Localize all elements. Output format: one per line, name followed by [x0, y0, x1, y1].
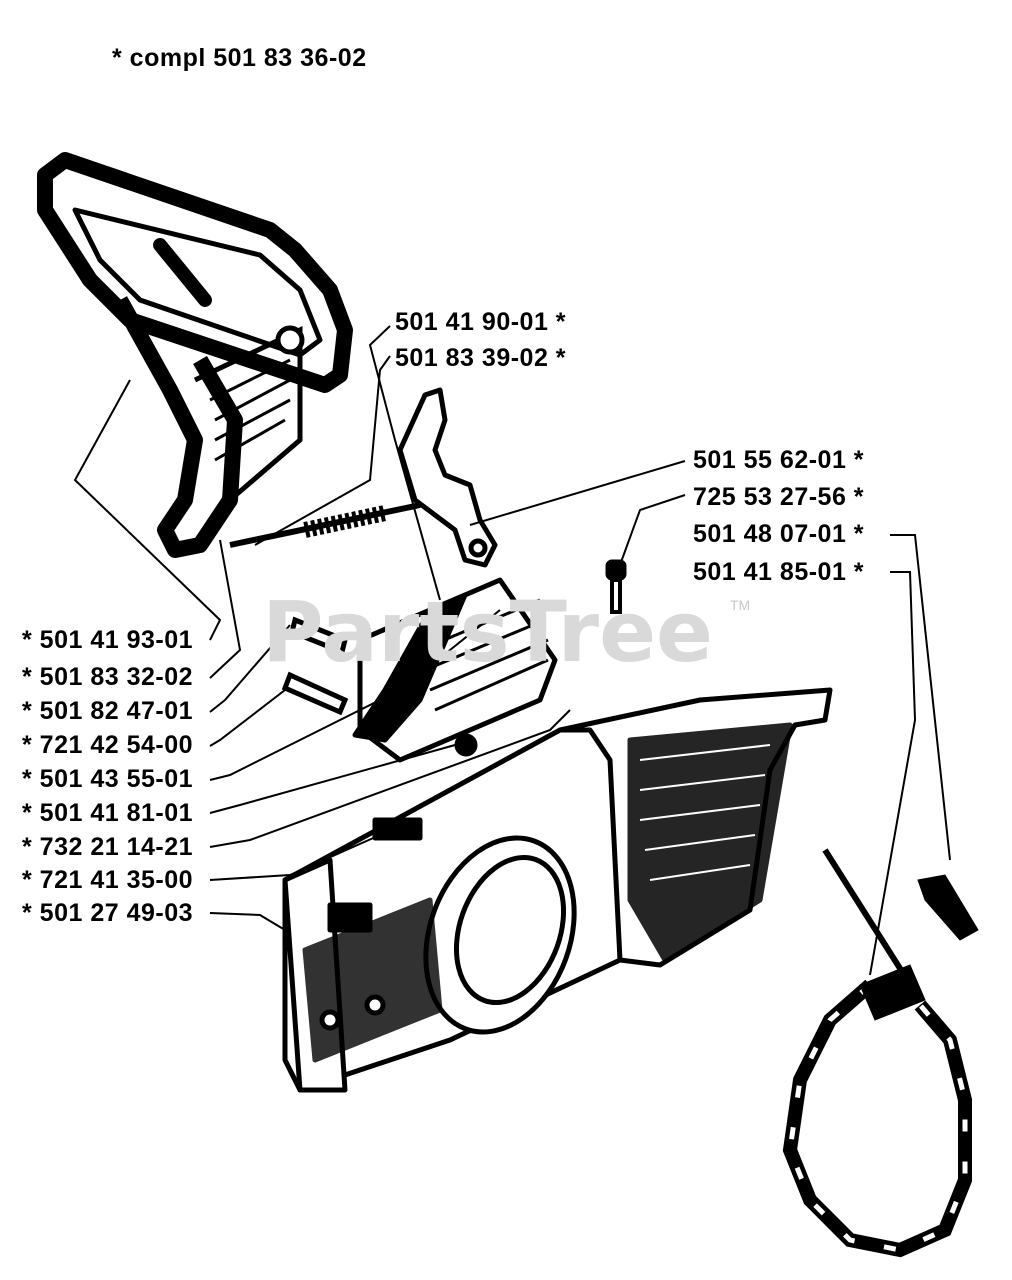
watermark: PartsTree	[262, 583, 714, 681]
part-label-left-2: * 501 83 32-02	[22, 663, 194, 691]
part-label-right-1: 501 41 90-01 *	[395, 308, 567, 336]
brake-mechanism	[352, 577, 558, 763]
part-label-right-3: 501 55 62-01 *	[693, 446, 865, 474]
part-label-right-2: 501 83 39-02 *	[395, 344, 567, 372]
part-label-left-1: * 501 41 93-01	[22, 626, 194, 654]
trademark-mark: TM	[730, 597, 751, 613]
part-label-right-4: 725 53 27-56 *	[693, 483, 865, 511]
part-label-left-7: * 732 21 14-21	[22, 833, 194, 861]
part-label-left-6: * 501 41 81-01	[22, 799, 194, 827]
part-label-left-3: * 501 82 47-01	[22, 697, 194, 725]
leader-lines	[73, 325, 951, 976]
brake-lever	[397, 387, 498, 568]
part-label-left-5: * 501 43 55-01	[22, 765, 194, 793]
bolts	[281, 616, 478, 757]
part-label-left-8: * 721 41 35-00	[22, 866, 194, 894]
part-label-right-5: 501 48 07-01 *	[693, 520, 865, 548]
part-label-left-9: * 501 27 49-03	[22, 899, 194, 927]
brake-band	[782, 848, 979, 1258]
spring	[229, 502, 421, 548]
hand-guard	[37, 152, 353, 558]
assembly-title: * compl 501 83 36-02	[112, 44, 367, 72]
part-label-right-6: 501 41 85-01 *	[693, 558, 865, 586]
part-label-left-4: * 721 42 54-00	[22, 731, 194, 759]
clutch-cover	[282, 687, 833, 1093]
